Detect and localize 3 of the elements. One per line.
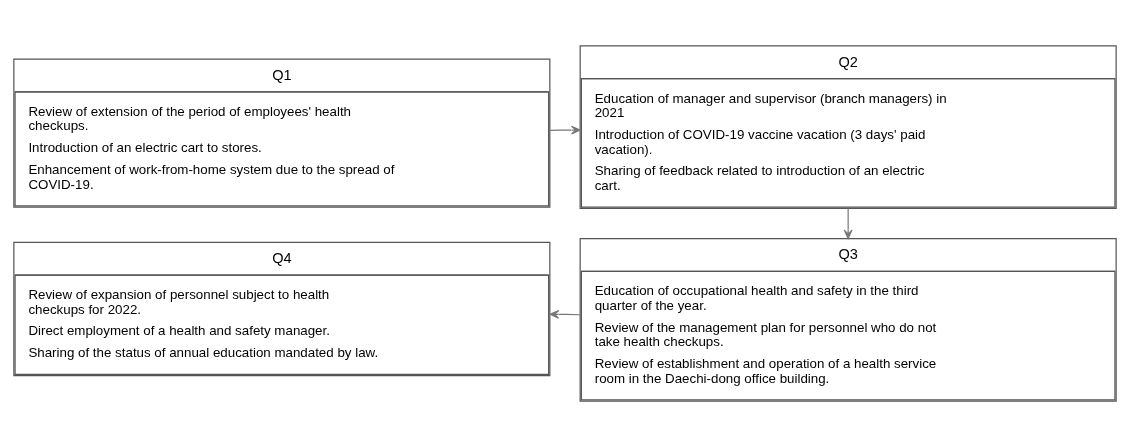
arrow	[549, 125, 581, 134]
arrow	[549, 309, 581, 319]
arrow	[843, 207, 853, 239]
